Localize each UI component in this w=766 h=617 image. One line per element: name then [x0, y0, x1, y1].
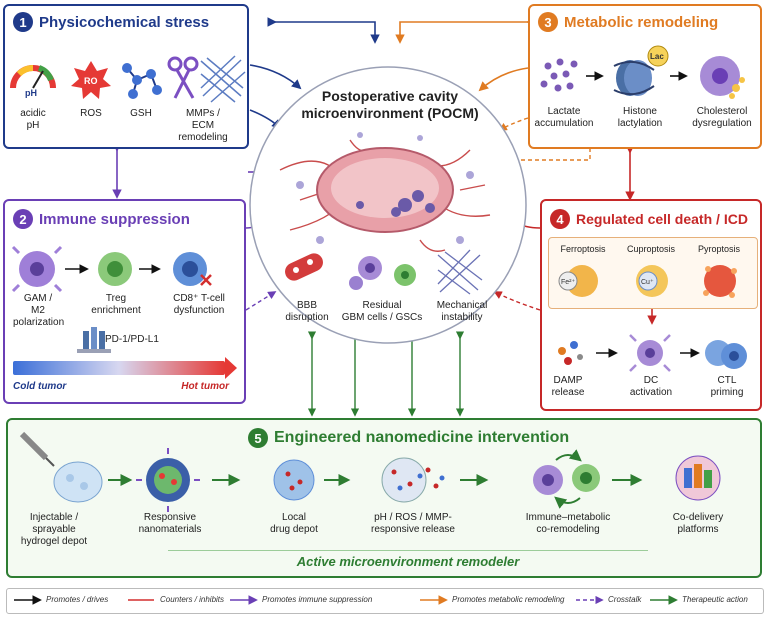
label-lactate: Lactate accumulation	[534, 106, 594, 129]
label-local-drug-depot: Local drug depot	[270, 512, 318, 535]
legend-counters: Counters / inhibits	[160, 595, 225, 604]
hydrogel-syringe-icon	[19, 431, 133, 503]
label-ctl-priming: CTL priming	[710, 375, 744, 398]
fe-ion-text: Fe²⁺	[561, 279, 576, 286]
label-hot-tumor: Hot tumor	[181, 381, 229, 392]
co-delivery-platform-icon	[675, 455, 721, 501]
label-cold-tumor: Cold tumor	[13, 381, 67, 392]
panel1-title: 1 Physicochemical stress	[13, 12, 209, 32]
label-co-delivery: Co-delivery platforms	[672, 512, 724, 535]
panel-metabolic-remodeling: 3 Metabolic remodeling Lac Lactate accum…	[528, 4, 762, 149]
label-responsive-nanomaterials: Responsive nanomaterials	[138, 512, 202, 535]
panel4-title-text: Regulated cell death / ICD	[576, 211, 748, 227]
panel1-number: 1	[13, 12, 33, 32]
pocm-title-line1: Postoperative cavity	[321, 88, 459, 104]
label-co-remodeling: Immune–metabolic co-remodeling	[525, 512, 611, 535]
active-remodeler-caption: Active microenvironment remodeler	[168, 550, 648, 569]
panel5-title: 5 Engineered nanomedicine intervention	[248, 428, 569, 448]
label-cholesterol: Cholesterol dysregulation	[692, 106, 752, 129]
label-pd1-pdl1: PD-1/PD-L1	[105, 334, 159, 345]
panel1-title-text: Physicochemical stress	[39, 13, 210, 31]
histone-icon: Lac	[613, 45, 688, 96]
ph-gauge-text: pH	[25, 88, 37, 98]
pocm-title-line2: microenvironment (POCM)	[301, 105, 479, 121]
label-gam: GAM / M2 polarization	[13, 293, 65, 328]
label-residual-gbm: Residual GBM cells / GSCs	[341, 300, 423, 323]
label-mmps-ecm: MMPs / ECM remodeling	[178, 108, 228, 143]
ecm-mesh-icon	[200, 55, 246, 103]
ctl-cells-icon	[705, 340, 747, 369]
dc-cell-icon	[629, 334, 700, 372]
label-mechanical-instability: Mechanical instability	[436, 300, 488, 323]
gbm-cells-icon	[349, 256, 416, 290]
gradient-arrowhead-icon	[225, 357, 237, 379]
pd1-pdl1-icon	[77, 327, 111, 353]
panel-immune-suppression: 2 Immune suppression GAM / M2 polarizati…	[3, 199, 246, 404]
responsive-release-icon	[381, 457, 489, 503]
panel-regulated-cell-death: 4 Regulated cell death / ICD Ferroptosis…	[540, 199, 762, 411]
label-hydrogel-depot: Injectable / sprayable hydrogel depot	[20, 512, 88, 547]
treg-cell-icon	[98, 252, 161, 286]
death-arrow-icon	[647, 309, 657, 325]
label-bbb-disruption: BBB disruption	[285, 300, 329, 323]
ferroptosis-cell-icon: Fe²⁺	[558, 265, 598, 297]
label-acidic-ph: acidic pH	[20, 108, 46, 131]
panel4-number: 4	[550, 209, 570, 229]
label-ferroptosis: Ferroptosis	[560, 244, 606, 254]
label-cuproptosis: Cuproptosis	[626, 244, 676, 254]
mechanical-mesh-icon	[437, 249, 483, 295]
cu-ion-text: Cu⁺	[641, 279, 654, 286]
panel3-title-text: Metabolic remodeling	[564, 13, 719, 31]
nanomaterial-icon	[136, 448, 241, 512]
panel3-title: 3 Metabolic remodeling	[538, 12, 718, 32]
ros-text: RO	[84, 76, 98, 86]
label-dc-activation: DC activation	[629, 375, 673, 398]
legend-therapeutic: Therapeutic action	[682, 595, 748, 604]
legend	[6, 588, 764, 614]
damp-molecules-icon	[558, 341, 618, 365]
legend-immune-suppression: Promotes immune suppression	[262, 595, 373, 604]
label-pyroptosis: Pyroptosis	[697, 244, 741, 254]
label-treg: Treg enrichment	[91, 293, 141, 316]
panel-physicochemical-stress: 1 Physicochemical stress pH RO acidic pH…	[3, 4, 249, 149]
panel5-title-text: Engineered nanomedicine intervention	[274, 429, 570, 446]
label-gsh: GSH	[130, 108, 152, 119]
drug-depot-icon	[273, 459, 351, 501]
gam-cell-icon	[11, 245, 89, 293]
legend-crosstalk: Crosstalk	[608, 595, 642, 604]
cd8-tcell-icon	[173, 252, 212, 286]
ph-gauge-icon: pH	[10, 65, 56, 98]
panel4-title: 4 Regulated cell death / ICD	[550, 209, 748, 229]
scissors-icon	[167, 56, 199, 99]
co-remodeling-icon	[533, 449, 643, 509]
panel2-title-text: Immune suppression	[39, 210, 190, 228]
legend-metabolic: Promotes metabolic remodeling	[452, 595, 565, 604]
label-responsive-release: pH / ROS / MMP- responsive release	[371, 512, 455, 535]
cold-hot-gradient-bar	[13, 361, 225, 375]
cholesterol-cell-icon	[700, 56, 745, 99]
lac-tag-text: Lac	[650, 52, 664, 61]
panel-nanomedicine-intervention: 5 Engineered nanomedicine intervention	[6, 418, 762, 578]
panel3-number: 3	[538, 12, 558, 32]
label-damp-release: DAMP release	[551, 375, 585, 398]
lactate-dots-icon	[540, 58, 604, 92]
cuproptosis-cell-icon: Cu⁺	[636, 265, 668, 297]
ros-icon: RO	[71, 61, 111, 99]
panel5-number: 5	[248, 428, 268, 448]
label-cd8: CD8⁺ T-cell dysfunction	[173, 293, 225, 316]
bbb-vessel-icon	[285, 253, 323, 281]
pyroptosis-cell-icon	[703, 265, 737, 298]
label-ros: ROS	[80, 108, 102, 119]
panel2-title: 2 Immune suppression	[13, 209, 190, 229]
gsh-molecule-icon	[122, 63, 162, 99]
panel2-number: 2	[13, 209, 33, 229]
legend-promotes: Promotes / drives	[46, 595, 109, 604]
label-histone: Histone lactylation	[617, 106, 663, 129]
pocm-title: Postoperative cavity microenvironment (P…	[300, 88, 480, 122]
